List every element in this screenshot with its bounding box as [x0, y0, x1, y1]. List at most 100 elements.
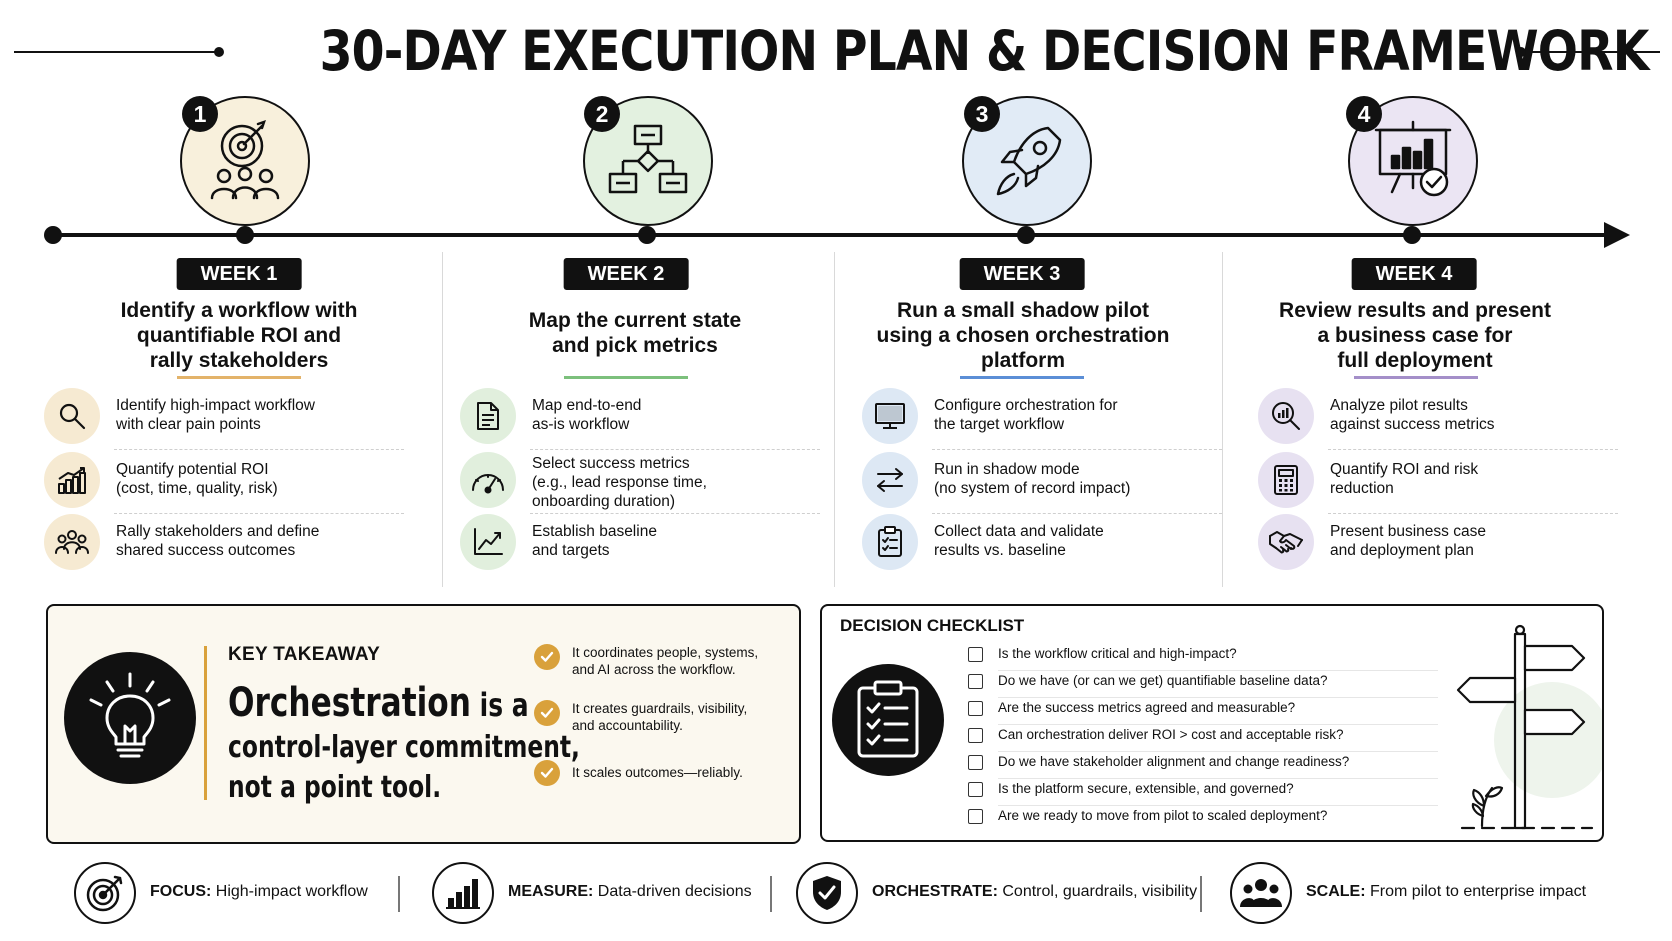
clipboard-checklist-icon — [832, 664, 944, 776]
checklist-item[interactable]: Do we have stakeholder alignment and cha… — [968, 752, 1438, 779]
checklist-item[interactable]: Can orchestration deliver ROI > cost and… — [968, 725, 1438, 752]
week-2-heading-line: and pick metrics — [552, 334, 718, 357]
decision-checklist-panel: DECISION CHECKLIST Is the workflow criti… — [820, 604, 1604, 842]
pillar-text: ORCHESTRATE: Control, guardrails, visibi… — [872, 883, 1198, 900]
checkbox[interactable] — [968, 647, 983, 662]
task-text: Select success metrics(e.g., lead respon… — [532, 455, 707, 510]
target-people-icon — [210, 120, 280, 200]
column-divider — [442, 252, 443, 587]
title-dot-left — [214, 47, 224, 57]
week-3-heading-line: using a chosen orchestration — [876, 324, 1170, 347]
checklist-item-text: Do we have stakeholder alignment and cha… — [998, 754, 1350, 769]
gauge-icon — [460, 452, 516, 508]
checklist-item-text: Is the workflow critical and high-impact… — [998, 646, 1237, 661]
chart-search-icon — [1258, 388, 1314, 444]
week-1-number-badge: 1 — [182, 96, 218, 132]
checklist-item-text: Are the success metrics agreed and measu… — [998, 700, 1296, 715]
takeaway-accent-bar — [204, 646, 207, 800]
checkbox[interactable] — [968, 674, 983, 689]
week-4-column: WEEK 4 Review results and present a busi… — [1236, 258, 1626, 588]
week-1-heading: Identify a workflow with quantifiable RO… — [44, 298, 434, 373]
task-separator — [1328, 513, 1618, 514]
document-icon — [460, 388, 516, 444]
lightbulb-icon — [64, 652, 196, 784]
week-3-heading: Run a small shadow pilot using a chosen … — [828, 298, 1218, 373]
team-icon — [1230, 862, 1292, 924]
week-3-heading-line: Run a small shadow pilot — [896, 299, 1150, 322]
week-1-heading-underline — [177, 376, 301, 379]
task-separator — [530, 449, 820, 450]
decision-checklist-title: DECISION CHECKLIST — [840, 616, 1025, 635]
week-2-column: WEEK 2 Map the current state and pick me… — [460, 258, 850, 588]
week-1-heading-line: rally stakeholders — [149, 349, 329, 372]
week-2-heading-line: Map the current state — [528, 309, 742, 332]
pillar-divider — [1200, 876, 1202, 912]
bullet-text: It creates guardrails, visibility,and ac… — [572, 701, 748, 733]
statement-line-3: not a point tool. — [228, 770, 442, 805]
timeline-line — [52, 233, 1614, 237]
task-separator — [932, 449, 1222, 450]
week-4-heading-line: full deployment — [1337, 349, 1493, 372]
page-title: 30-DAY EXECUTION PLAN & DECISION FRAMEWO… — [319, 19, 1650, 83]
rocket-icon — [996, 126, 1062, 196]
week-1-heading-line: quantifiable ROI and — [136, 324, 342, 347]
week-3-number-badge: 3 — [964, 96, 1000, 132]
timeline-dot-week-1 — [236, 226, 254, 244]
checkbox[interactable] — [968, 701, 983, 716]
week-1-task: Quantify potential ROI(cost, time, quali… — [44, 452, 434, 514]
checklist-item[interactable]: Do we have (or can we get) quantifiable … — [968, 671, 1438, 698]
week-4-pill: WEEK 4 — [1351, 258, 1477, 290]
task-separator — [1328, 449, 1618, 450]
bullet-text: It coordinates people, systems,and AI ac… — [572, 645, 759, 677]
week-4-heading-line: Review results and present — [1279, 299, 1551, 322]
timeline-dot-week-3 — [1017, 226, 1035, 244]
checklist-item[interactable]: Are the success metrics agreed and measu… — [968, 698, 1438, 725]
week-2-heading: Map the current state and pick metrics — [440, 308, 830, 358]
key-takeaway-label: KEY TAKEAWAY — [228, 644, 381, 665]
people-group-icon — [44, 514, 100, 570]
week-3-heading-underline — [960, 376, 1084, 379]
title-rule-right — [1530, 51, 1660, 53]
checklist-item[interactable]: Are we ready to move from pilot to scale… — [968, 806, 1438, 833]
checklist-item[interactable]: Is the workflow critical and high-impact… — [968, 644, 1438, 671]
calculator-icon — [1258, 452, 1314, 508]
checkbox[interactable] — [968, 755, 983, 770]
week-3-pill: WEEK 3 — [959, 258, 1085, 290]
monitor-icon — [862, 388, 918, 444]
week-2-task: Select success metrics(e.g., lead respon… — [460, 452, 850, 514]
timeline-arrow-head — [1604, 222, 1630, 248]
line-chart-icon — [460, 514, 516, 570]
flowchart-icon — [608, 124, 688, 194]
statement-line-1: Orchestration is a — [228, 680, 529, 726]
target-icon — [74, 862, 136, 924]
checkbox[interactable] — [968, 782, 983, 797]
task-separator — [932, 513, 1222, 514]
week-4-number-badge: 4 — [1346, 96, 1382, 132]
presentation-board-icon — [1374, 120, 1452, 197]
checkbox[interactable] — [968, 728, 983, 743]
title-dot-right — [1516, 47, 1526, 57]
task-text: Quantify potential ROI(cost, time, quali… — [116, 461, 278, 497]
task-text: Run in shadow mode(no system of record i… — [934, 461, 1131, 497]
bar-chart-icon — [432, 862, 494, 924]
task-separator — [114, 449, 404, 450]
checklist-item[interactable]: Is the platform secure, extensible, and … — [968, 779, 1438, 806]
pillar-text: FOCUS: High-impact workflow — [150, 883, 368, 900]
week-1-pill: WEEK 1 — [176, 258, 302, 290]
week-4-heading: Review results and present a business ca… — [1220, 298, 1610, 373]
checkbox[interactable] — [968, 809, 983, 824]
week-1-heading-line: Identify a workflow with — [120, 299, 358, 322]
timeline-dot-week-4 — [1403, 226, 1421, 244]
title-row: 30-DAY EXECUTION PLAN & DECISION FRAMEWO… — [0, 12, 1672, 86]
